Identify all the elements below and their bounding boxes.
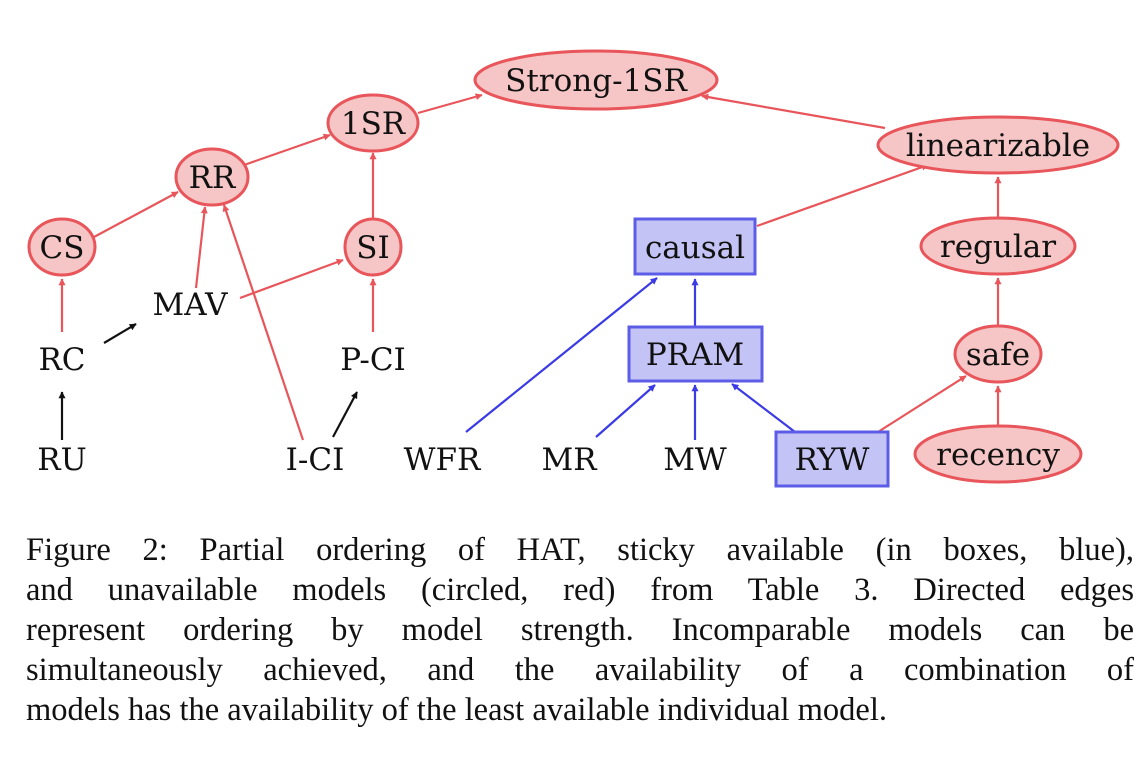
caption-line: models has the availability of the least…: [26, 692, 888, 728]
svg-text:MAV: MAV: [153, 287, 229, 323]
edge-rr-to-one-sr: [243, 133, 331, 167]
node-recency: recency: [913, 424, 1083, 484]
svg-text:RC: RC: [38, 342, 85, 378]
node-pram: PRAM: [627, 325, 764, 383]
node-ryw: RYW: [774, 430, 890, 488]
edge-ryw-to-pram: [731, 383, 796, 433]
svg-text:I-CI: I-CI: [286, 442, 345, 478]
svg-text:RU: RU: [37, 442, 86, 478]
svg-text:linearizable: linearizable: [906, 128, 1090, 164]
node-cs: CS: [27, 217, 97, 277]
node-wfr: WFR: [404, 442, 482, 478]
figure-caption: Figure 2: Partial ordering of HAT, stick…: [26, 530, 1134, 730]
svg-text:causal: causal: [645, 230, 745, 266]
svg-text:RYW: RYW: [795, 442, 870, 478]
node-mr: MR: [541, 442, 598, 478]
caption-line: represent ordering by model strength. In…: [26, 612, 1134, 648]
edge-i-ci-to-rr: [222, 204, 305, 441]
svg-text:SI: SI: [356, 230, 389, 266]
node-ru: RU: [37, 442, 86, 478]
svg-text:safe: safe: [966, 337, 1030, 373]
model-ordering-diagram: Strong-1SR 1SR RR CS SI linearizable reg…: [27, 49, 1120, 488]
svg-text:P-CI: P-CI: [340, 342, 406, 378]
svg-text:RR: RR: [189, 160, 237, 196]
node-strong-1sr: Strong-1SR: [473, 49, 719, 111]
edge-ryw-to-safe: [877, 375, 967, 433]
edge-i-ci-to-p-ci: [332, 391, 358, 438]
node-safe: safe: [953, 324, 1043, 384]
node-rr: RR: [174, 147, 250, 207]
node-i-ci: I-CI: [286, 442, 345, 478]
svg-text:MR: MR: [541, 442, 598, 478]
svg-text:PRAM: PRAM: [646, 337, 744, 373]
svg-text:MW: MW: [663, 442, 727, 478]
node-linearizable: linearizable: [876, 115, 1120, 175]
caption-line: simultaneously achieved, and the availab…: [26, 652, 1134, 688]
svg-text:Strong-1SR: Strong-1SR: [505, 63, 688, 99]
edge-rc-to-mav: [103, 323, 137, 344]
edge-mav-to-rr: [194, 206, 208, 289]
node-causal: causal: [633, 217, 757, 276]
edge-one-sr-to-strong-1sr: [417, 93, 483, 115]
node-1sr: 1SR: [326, 93, 420, 153]
edge-mav-to-si: [239, 258, 344, 300]
svg-text:CS: CS: [40, 230, 85, 266]
edge-layer: [58, 93, 1002, 441]
node-mw: MW: [663, 442, 727, 478]
svg-text:regular: regular: [940, 229, 1056, 265]
caption-line: Figure 2: Partial ordering of HAT, stick…: [26, 532, 1134, 568]
caption-line: and unavailable models (circled, red) fr…: [26, 572, 1134, 608]
svg-text:WFR: WFR: [404, 442, 482, 478]
edge-mr-to-pram: [595, 384, 656, 438]
node-mav: MAV: [153, 287, 229, 323]
node-rc: RC: [38, 342, 85, 378]
edge-causal-to-linearizable: [756, 163, 929, 228]
edge-cs-to-rr: [93, 191, 179, 238]
node-layer: Strong-1SR 1SR RR CS SI linearizable reg…: [27, 49, 1120, 488]
node-si: SI: [343, 217, 403, 277]
node-regular: regular: [919, 216, 1077, 276]
svg-text:1SR: 1SR: [341, 106, 407, 142]
edge-linearizable-to-strong-1sr: [701, 93, 886, 130]
svg-text:recency: recency: [936, 437, 1060, 473]
edge-wfr-to-causal: [465, 277, 658, 433]
node-p-ci: P-CI: [340, 342, 406, 378]
